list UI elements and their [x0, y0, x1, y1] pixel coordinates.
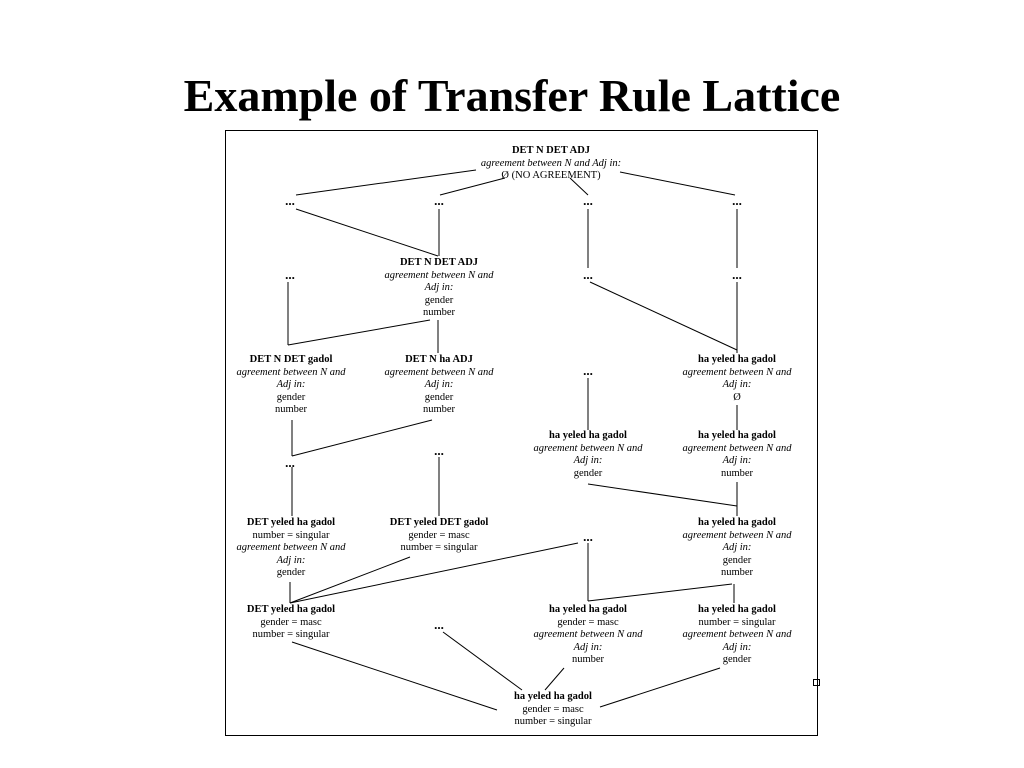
rule-node-line: Adj in:: [722, 542, 752, 554]
resize-handle: [813, 679, 820, 686]
rule-node-heading: ha yeled ha gadol: [698, 430, 776, 441]
ellipsis-node: ...: [583, 267, 593, 282]
lattice-frame: [225, 130, 818, 736]
rule-node-line: Adj in:: [573, 641, 603, 653]
rule-node-line: gender = masc: [557, 616, 619, 628]
rule-node-heading: DET N ha ADJ: [405, 354, 473, 365]
rule-node-line: Adj in:: [722, 641, 752, 653]
rule-node-line: Adj in:: [276, 379, 306, 391]
rule-node-line: Ø (NO AGREEMENT): [501, 170, 601, 182]
ellipsis-node: ...: [285, 193, 295, 208]
rule-node-line: number = singular: [400, 542, 478, 554]
rule-node-line: gender: [722, 654, 752, 666]
rule-node-line: number: [720, 467, 754, 479]
rule-node-line: agreement between N and: [533, 442, 643, 454]
rule-node-line: Adj in:: [276, 554, 306, 566]
rule-node-line: number = singular: [514, 716, 592, 728]
rule-node-line: gender = masc: [522, 703, 584, 715]
rule-node-line: gender = masc: [260, 616, 322, 628]
rule-node-line: number: [720, 567, 754, 579]
ellipsis-node: ...: [434, 193, 444, 208]
ellipsis-node: ...: [583, 363, 593, 378]
rule-node-heading: ha yeled ha gadol: [549, 430, 627, 441]
rule-node: ha yeled ha gadol number = singular agre…: [647, 604, 827, 667]
rule-node-line: number: [571, 654, 605, 666]
rule-node-line: agreement between N and: [384, 269, 494, 281]
rule-node: ha yeled ha gadol agreement between N an…: [647, 430, 827, 480]
ellipsis-node: ...: [732, 267, 742, 282]
rule-node-line: Adj in:: [722, 455, 752, 467]
rule-node-line: Adj in:: [722, 379, 752, 391]
rule-node-line: gender: [276, 567, 306, 579]
rule-node-line: gender = masc: [408, 529, 470, 541]
rule-node-line: number: [422, 307, 456, 319]
rule-node-line: gender: [722, 554, 752, 566]
rule-node-line: agreement between N and: [236, 542, 346, 554]
rule-node: DET yeled ha gadol gender = masc number …: [201, 604, 381, 642]
rule-node-root: DET N DET ADJ agreement between N and Ad…: [461, 145, 641, 183]
rule-node-line: agreement between N and Adj in:: [480, 157, 622, 169]
rule-node: DET N DET gadol agreement between N and …: [201, 354, 381, 417]
rule-node-heading: ha yeled ha gadol: [698, 604, 776, 615]
rule-node-heading: DET N DET gadol: [249, 354, 333, 365]
ellipsis-node: ...: [583, 193, 593, 208]
slide-title: Example of Transfer Rule Lattice: [183, 70, 841, 121]
rule-node-line: agreement between N and: [682, 442, 792, 454]
rule-node-heading: DET N DET ADJ: [511, 145, 591, 156]
ellipsis-node: ...: [583, 529, 593, 544]
rule-node-line: gender: [424, 294, 454, 306]
rule-node: DET yeled DET gadol gender = masc number…: [349, 517, 529, 555]
rule-node-line: agreement between N and: [236, 366, 346, 378]
rule-node-line: agreement between N and: [533, 629, 643, 641]
rule-node: ha yeled ha gadol agreement between N an…: [647, 517, 827, 580]
ellipsis-node: ...: [285, 267, 295, 282]
rule-node-line: Adj in:: [424, 379, 454, 391]
rule-node-line: number = singular: [252, 629, 330, 641]
rule-node-bottom: ha yeled ha gadol gender = masc number =…: [463, 691, 643, 729]
rule-node-heading: DET N DET ADJ: [399, 257, 479, 268]
ellipsis-node: ...: [285, 455, 295, 470]
rule-node-heading: DET yeled ha gadol: [246, 517, 336, 528]
rule-node: ha yeled ha gadol gender = masc agreemen…: [498, 604, 678, 667]
rule-node-line: Ø: [733, 391, 741, 403]
ellipsis-node: ...: [434, 617, 444, 632]
rule-node-line: Adj in:: [424, 282, 454, 294]
ellipsis-node: ...: [732, 193, 742, 208]
rule-node: ha yeled ha gadol agreement between N an…: [498, 430, 678, 480]
rule-node-heading: ha yeled ha gadol: [698, 354, 776, 365]
rule-node-line: Adj in:: [573, 455, 603, 467]
rule-node-heading: ha yeled ha gadol: [549, 604, 627, 615]
rule-node: DET N DET ADJ agreement between N and Ad…: [349, 257, 529, 320]
rule-node-line: number = singular: [252, 529, 330, 541]
rule-node-line: agreement between N and: [682, 366, 792, 378]
rule-node-heading: ha yeled ha gadol: [698, 517, 776, 528]
rule-node-heading: DET yeled ha gadol: [246, 604, 336, 615]
rule-node-heading: DET yeled DET gadol: [389, 517, 489, 528]
rule-node-line: gender: [424, 391, 454, 403]
rule-node-line: agreement between N and: [384, 366, 494, 378]
rule-node-line: gender: [276, 391, 306, 403]
rule-node-line: number: [274, 404, 308, 416]
rule-node-heading: ha yeled ha gadol: [514, 691, 592, 702]
rule-node: ha yeled ha gadol agreement between N an…: [647, 354, 827, 404]
rule-node: DET yeled ha gadol number = singular agr…: [201, 517, 381, 580]
rule-node-line: gender: [573, 467, 603, 479]
rule-node: DET N ha ADJ agreement between N and Adj…: [349, 354, 529, 417]
rule-node-line: agreement between N and: [682, 629, 792, 641]
rule-node-line: number: [422, 404, 456, 416]
ellipsis-node: ...: [434, 443, 444, 458]
rule-node-line: agreement between N and: [682, 529, 792, 541]
rule-node-line: number = singular: [698, 616, 776, 628]
